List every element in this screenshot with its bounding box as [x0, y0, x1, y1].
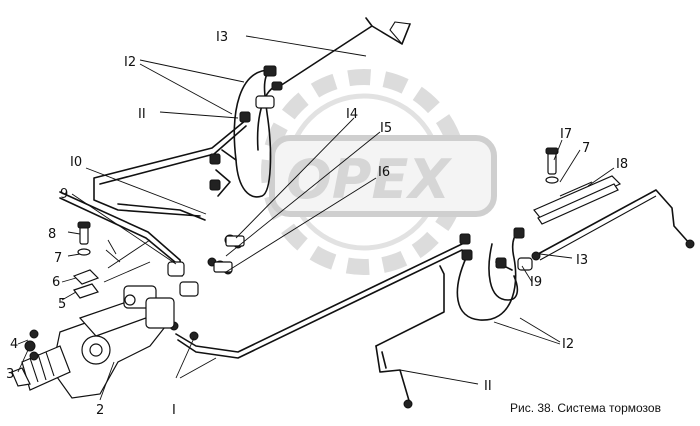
callout-11-top: II — [138, 107, 146, 122]
callout-17: I7 — [560, 127, 572, 142]
watermark: OPEX — [261, 69, 497, 275]
callout-11-bottom: II — [484, 379, 492, 394]
callout-5: 5 — [58, 297, 66, 312]
callout-7-right: 7 — [582, 141, 590, 156]
leader-lines — [17, 35, 615, 401]
callout-15: I5 — [380, 121, 392, 136]
watermark-text: OPEX — [286, 148, 452, 211]
bolt-assembly — [72, 221, 151, 299]
callout-19: I9 — [530, 275, 542, 290]
callout-12-bottom: I2 — [562, 337, 574, 352]
callout-9: 9 — [60, 187, 68, 202]
callout-10: I0 — [70, 155, 82, 170]
callout-16: I6 — [378, 165, 390, 180]
callout-14: I4 — [346, 107, 358, 122]
callout-13-right: I3 — [576, 253, 588, 268]
bracket-assembly — [533, 147, 622, 225]
callout-3: 3 — [6, 367, 14, 382]
callout-2: 2 — [96, 403, 104, 418]
brake-master-cylinder — [11, 285, 175, 399]
figure-caption: Рис. 38. Система тормозов — [510, 401, 661, 415]
callout-6: 6 — [52, 275, 60, 290]
callout-4: 4 — [10, 337, 18, 352]
fittings — [167, 65, 695, 409]
callout-12-top: I2 — [124, 55, 136, 70]
callout-7-left: 7 — [54, 251, 62, 266]
callout-1: I — [172, 403, 176, 418]
callout-labels: I3 I2 II I0 9 8 7 6 5 4 3 2 I I4 I5 I6 I… — [6, 30, 628, 418]
tee-connectors — [213, 235, 245, 273]
callout-13-top: I3 — [216, 30, 228, 45]
pipe-lines — [59, 17, 691, 405]
callout-18: I8 — [616, 157, 628, 172]
callout-8: 8 — [48, 227, 56, 242]
